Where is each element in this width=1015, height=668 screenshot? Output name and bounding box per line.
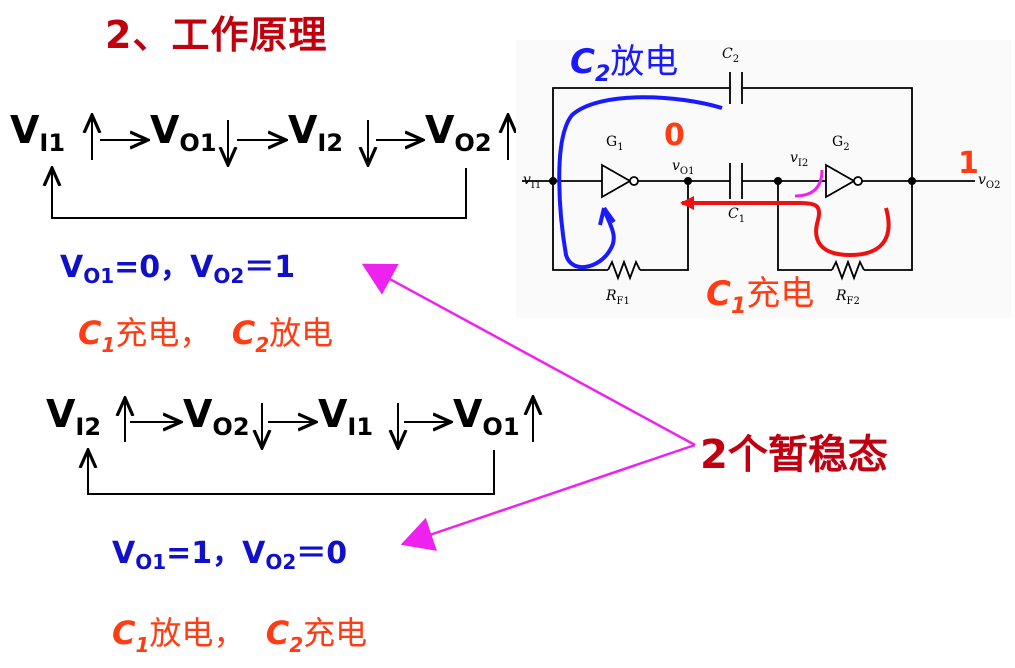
loop2-vo1: VO1 [453,392,520,441]
label-c2: C2 [722,46,740,65]
loop2-vi1: VI1 [318,392,374,441]
label-vo2: vO2 [978,172,1001,191]
label-vi2: vI2 [790,150,809,169]
loop2-caps: C1放电， C2充电 [112,614,368,657]
loop1-caps: C1充电， C2放电 [78,314,334,357]
label-g1: G1 [606,134,624,153]
label-g2: G2 [832,134,850,153]
vi2-arrow [794,169,824,198]
loop2-state: VO1=1，VO2＝0 [112,536,348,574]
c2-discharge-arrowhead [598,206,616,226]
circuit-junctions [549,177,916,185]
c1-charge-path [682,201,891,258]
loop1-state: VO1=0，VO2＝1 [60,250,296,288]
loop1-vo2: VO2 [425,108,492,157]
label-rf1: RF1 [606,288,630,307]
circuit-panel [516,40,1011,318]
c2-discharge-label: C2放电 [570,42,679,87]
loop2-vi2: VI2 [46,392,102,441]
loop1-vi1: VI1 [10,108,66,157]
c1-charge-arrowhead [680,196,694,210]
out1-level: 0 [664,118,685,153]
pointer-arrows [361,263,696,551]
label-rf2: RF2 [836,288,860,307]
c1-charge-label: C1充电 [706,274,815,319]
loop1-arrows [52,115,508,219]
loop1-vo1: VO1 [150,108,217,157]
loop2-arrows [88,397,533,495]
label-c1: C1 [728,206,746,225]
loop1-vi2: VI2 [288,108,344,157]
loop2-vo2: VO2 [183,392,250,441]
page-title: 2、工作原理 [105,13,328,57]
temp-states-label: 2个暂稳态 [700,432,888,478]
label-vi1: vI1 [523,172,542,191]
label-vo1: vO1 [672,158,695,177]
out2-level: 1 [958,146,979,181]
c2-discharge-path [557,95,723,270]
